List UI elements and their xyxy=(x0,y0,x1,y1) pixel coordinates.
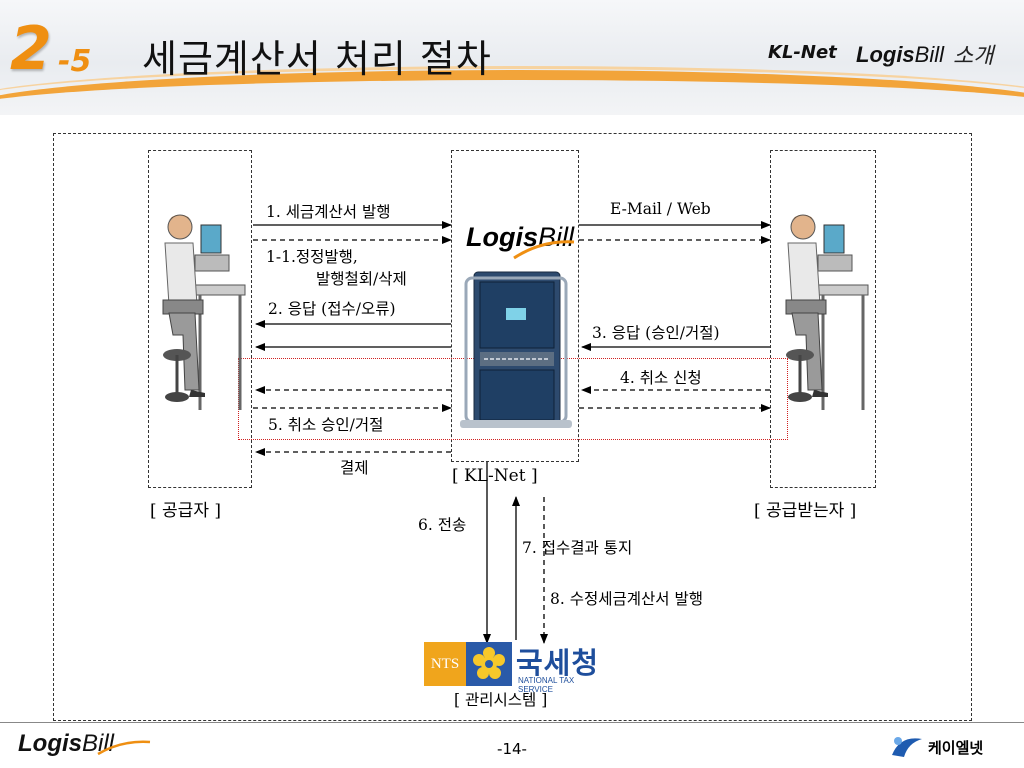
step-4-label: 4. 취소 신청 xyxy=(620,369,702,387)
step-7-label: 7. 접수결과 통지 xyxy=(522,539,633,557)
nts-logo: NTS 국세청 NATIONAL TAX SERVICE xyxy=(424,642,610,694)
step-6-label: 6. 전송 xyxy=(418,516,467,534)
brand-suffix: 소개 xyxy=(953,44,994,69)
step-1-1-label-line1: 1-1.정정발행, xyxy=(266,248,358,266)
buyer-label: [ 공급받는자 ] xyxy=(754,501,857,521)
supplier-person-icon xyxy=(155,205,247,420)
footer-company-name: 케이엘넷 xyxy=(928,739,984,757)
brand-klnet: KL-Net xyxy=(768,42,837,63)
page-number: -14- xyxy=(497,740,527,758)
brand-logis-bold: Logis xyxy=(856,42,915,67)
buyer-person-icon xyxy=(778,205,870,420)
server-icon xyxy=(458,268,574,430)
page-title: 세금계산서 처리 절차 xyxy=(142,37,492,81)
payment-label: 결제 xyxy=(340,459,369,477)
step-3-label: 3. 응답 (승인/거절) xyxy=(592,324,720,342)
klnet-frame xyxy=(451,150,579,462)
header-swoosh-highlight xyxy=(0,66,1024,115)
step-1-label: 1. 세금계산서 발행 xyxy=(266,203,391,221)
supplier-label: [ 공급자 ] xyxy=(150,501,221,521)
section-number: 2 xyxy=(10,14,52,84)
nts-korean-name: 국세청 xyxy=(516,646,600,680)
step-5-label: 5. 취소 승인/거절 xyxy=(268,416,384,434)
step-8-label: 8. 수정세금계산서 발행 xyxy=(550,590,703,608)
footer-logo-light: Bill xyxy=(82,730,115,757)
supplier-frame xyxy=(148,150,252,488)
diagram-outer-frame xyxy=(53,133,972,721)
brand-logis-light: Bill xyxy=(914,42,945,67)
footer-logo-swoosh xyxy=(97,740,151,756)
nts-abbr-badge: NTS xyxy=(424,642,466,686)
center-klnet-label: [ KL-Net ] xyxy=(452,466,538,486)
step-1-1-label-line2: 발행철회/삭제 xyxy=(316,270,407,288)
center-logo-bold: Logis xyxy=(466,222,538,252)
nts-english-name: NATIONAL TAX SERVICE xyxy=(518,676,575,694)
nts-emblem-icon xyxy=(466,642,512,686)
step-2-label: 2. 응답 (접수/오류) xyxy=(268,300,396,318)
klnet-emblem-icon xyxy=(892,737,922,757)
center-logo-light: Bill xyxy=(538,222,575,252)
footer-logisbill-logo: LogisBill xyxy=(18,730,114,758)
footer-logo-bold: Logis xyxy=(18,730,82,757)
buyer-frame xyxy=(770,150,876,488)
center-logo-swoosh xyxy=(513,240,575,260)
nts-system-label: [ 관리시스템 ] xyxy=(454,691,548,709)
footer-divider xyxy=(0,722,1024,723)
email-web-label: E-Mail / Web xyxy=(610,200,711,218)
slide-header xyxy=(0,0,1024,115)
center-logisbill-logo: LogisBill xyxy=(466,222,574,253)
section-sub-number: -5 xyxy=(58,44,92,79)
brand-logisbill: LogisBill xyxy=(856,42,944,68)
